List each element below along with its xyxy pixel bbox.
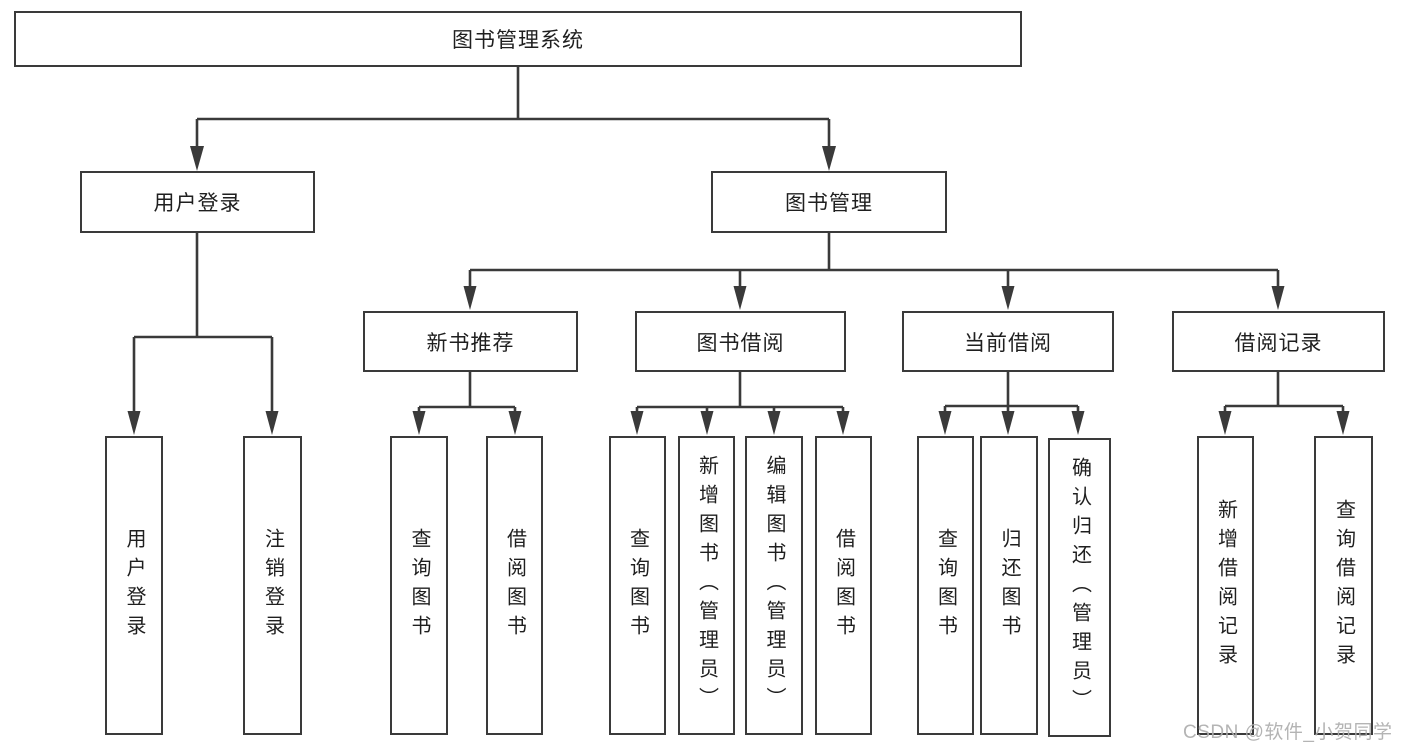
node-current-borrow: 当前借阅 [902, 311, 1114, 372]
watermark: CSDN @软件_小贺同学 [1183, 722, 1393, 743]
node-book-management: 图书管理 [711, 171, 947, 233]
leaf-label: 注销登录 [261, 527, 284, 644]
leaf-label: 确认归还（管理员） [1068, 457, 1091, 718]
node-leaf-borrow-book-2: 借阅图书 [815, 436, 872, 735]
node-leaf-add-borrow-record: 新增借阅记录 [1197, 436, 1254, 735]
leaf-label: 查询图书 [626, 527, 649, 644]
node-leaf-query-book-1: 查询图书 [390, 436, 448, 735]
leaf-label: 查询借阅记录 [1332, 498, 1355, 673]
leaf-label: 借阅图书 [503, 527, 526, 644]
node-borrow-record: 借阅记录 [1172, 311, 1385, 372]
leaf-label: 查询图书 [408, 527, 430, 644]
leaf-label: 归还图书 [998, 527, 1020, 644]
leaf-label: 查询图书 [934, 527, 957, 644]
node-leaf-edit-book-admin: 编辑图书（管理员） [745, 436, 803, 735]
node-leaf-user-login: 用户登录 [105, 436, 163, 735]
node-leaf-query-book-3: 查询图书 [917, 436, 974, 735]
node-root: 图书管理系统 [14, 11, 1022, 67]
node-leaf-query-borrow-record: 查询借阅记录 [1314, 436, 1373, 735]
leaf-label: 借阅图书 [832, 527, 855, 644]
node-leaf-confirm-return-admin: 确认归还（管理员） [1048, 438, 1111, 737]
node-user-login: 用户登录 [80, 171, 315, 233]
leaf-label: 新增借阅记录 [1214, 498, 1237, 673]
node-leaf-return-book: 归还图书 [980, 436, 1038, 735]
leaf-label: 用户登录 [123, 527, 145, 644]
node-leaf-borrow-book-1: 借阅图书 [486, 436, 543, 735]
node-leaf-query-book-2: 查询图书 [609, 436, 666, 735]
node-new-book-recommend: 新书推荐 [363, 311, 578, 372]
leaf-label: 新增图书（管理员） [695, 455, 718, 716]
leaf-label: 编辑图书（管理员） [763, 455, 785, 716]
node-book-borrow: 图书借阅 [635, 311, 846, 372]
node-leaf-add-book-admin: 新增图书（管理员） [678, 436, 735, 735]
arrowhead-icons [127, 146, 1350, 435]
node-leaf-logout: 注销登录 [243, 436, 302, 735]
